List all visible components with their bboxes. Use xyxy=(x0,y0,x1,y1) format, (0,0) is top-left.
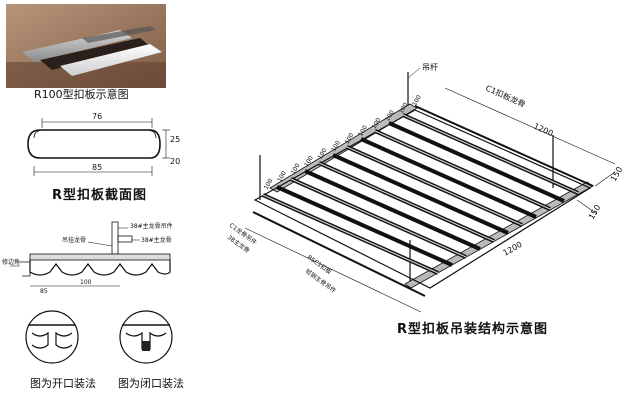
label-spacing: 100 xyxy=(80,279,92,286)
product-photo-panel: R100型扣板示意图 xyxy=(0,0,175,101)
pitch-label: 100 xyxy=(398,101,410,115)
label-edge: 85 xyxy=(40,288,48,295)
section-drawing: 76 85 25 20 xyxy=(27,112,180,176)
product-photo xyxy=(6,4,166,88)
label-c1-keel: C1扣板龙骨 xyxy=(484,83,527,109)
label-hanger-keel: 吊挂龙骨 xyxy=(62,236,86,244)
joints-panel: 图为开口装法 图为闭口装法 xyxy=(0,305,200,405)
dim-top-length: 1200 xyxy=(532,122,554,139)
detail-panels xyxy=(29,260,171,276)
dim-bottom-width: 85 xyxy=(92,163,102,172)
label-main-keel: 38#主龙骨 xyxy=(141,236,172,244)
closed-joint-detail xyxy=(119,310,173,364)
label-rod: 吊杆 xyxy=(422,62,438,72)
pitch-label: 100 xyxy=(290,162,302,176)
pitch-label: 100 xyxy=(411,94,423,108)
dim-top-width: 76 xyxy=(92,112,102,121)
pitch-label: 100 xyxy=(371,117,383,131)
pitch-label: 100 xyxy=(303,155,315,169)
closed-joint-caption: 图为闭口装法 xyxy=(118,377,184,390)
c1-keel xyxy=(414,105,594,187)
label-main-keel-hanger: 38#主龙骨吊件 xyxy=(130,222,173,230)
label-edge-trim: 修边角 xyxy=(2,258,20,266)
dim-height-outer: 25 xyxy=(170,135,180,144)
section-panel: 76 85 25 20 R型扣板截面图 xyxy=(0,108,190,203)
pitch-label: 100 xyxy=(357,124,369,138)
detail-drawing: 38#主龙骨吊件 38#主龙骨 吊挂龙骨 修边角 85 100 xyxy=(2,221,173,295)
pitch-label: 100 xyxy=(384,109,396,123)
open-joint-detail xyxy=(25,310,79,364)
c1-keel xyxy=(252,211,426,297)
assembly-title: R型扣板吊装结构示意图 xyxy=(397,322,549,337)
pitch-label: 100 xyxy=(276,170,288,184)
pitch-label: 100 xyxy=(344,132,356,146)
detail-panel: 38#主龙骨吊件 38#主龙骨 吊挂龙骨 修边角 85 100 xyxy=(0,218,190,298)
panel-strips xyxy=(262,113,579,275)
label-light-keel: 轻钢主骨吊件 xyxy=(304,267,338,295)
dim-height-inner: 20 xyxy=(170,157,180,166)
dim-bottom-length: 1200 xyxy=(502,240,524,258)
black-strip xyxy=(40,38,150,70)
pitch-label: 100 xyxy=(263,177,275,191)
pitch-label: 100 xyxy=(330,139,342,153)
dim-end-b: 150 xyxy=(587,203,602,221)
joints-drawing xyxy=(25,310,173,364)
dim-end-a: 150 xyxy=(609,165,624,183)
white-strip xyxy=(60,44,162,76)
open-joint-caption: 图为开口装法 xyxy=(30,377,96,390)
panel-profile xyxy=(27,129,161,159)
section-caption: R型扣板截面图 xyxy=(52,188,148,203)
pitch-label: 100 xyxy=(317,147,329,161)
photo-caption: R100型扣板示意图 xyxy=(34,88,129,101)
